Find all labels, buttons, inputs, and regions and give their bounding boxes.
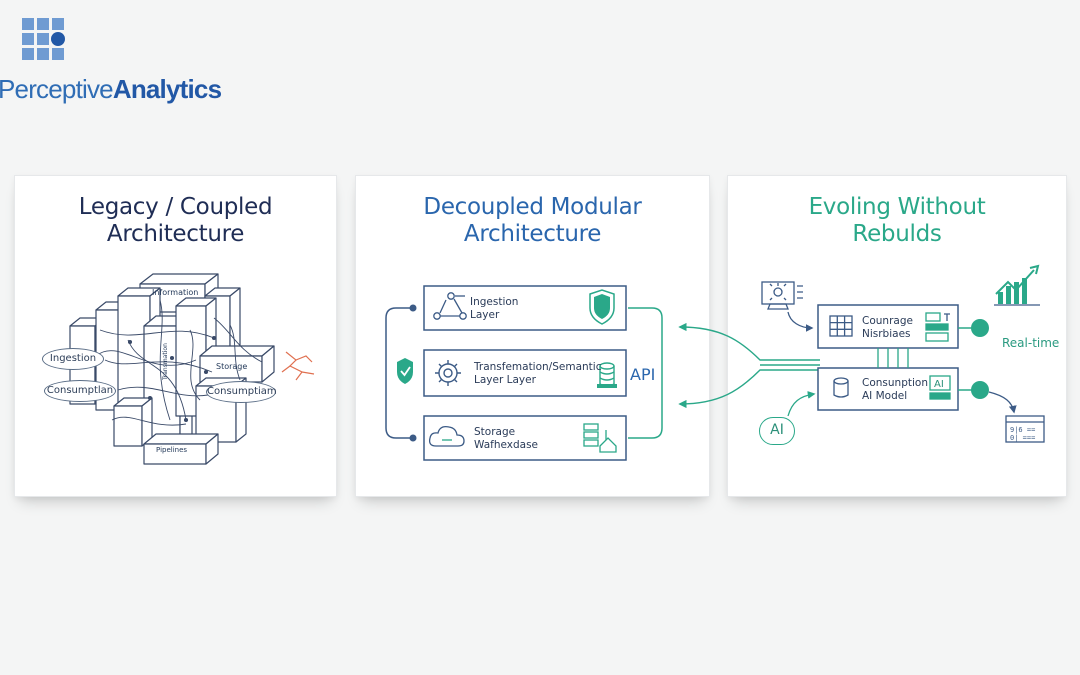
evolving-title-line1: Evoling Without — [808, 194, 986, 220]
storage-layer-label: Storage Wafhexdase — [474, 426, 538, 452]
ingestion-layer-line1: Ingestion — [470, 296, 519, 308]
lower-module-line1: Consunption — [862, 377, 928, 389]
upper-module-line2: Nisrbiaes — [862, 328, 911, 340]
lower-module-label: Consunption AI Model — [862, 377, 928, 403]
transformation-layer-label: Transfemation/Semantic Layer Layer — [474, 361, 601, 387]
company-logo: PerceptiveAnalytics — [0, 14, 240, 104]
legacy-label-storage: Storage — [216, 362, 248, 371]
legacy-oval-consumption-right: Consumptiam — [206, 381, 277, 403]
legacy-label-pipelines: Pipelines — [156, 446, 188, 454]
transformation-layer-line2: Layer Layer — [474, 374, 536, 386]
lower-module-line2: AI Model — [862, 390, 908, 402]
legacy-title-line1: Legacy / Coupled — [78, 194, 273, 220]
logo-text-bold: Analytics — [112, 74, 222, 104]
logo-grid-icon — [22, 18, 65, 60]
evolving-panel-title: Evoling Without Rebulds — [728, 194, 1066, 248]
legacy-label-logic: Transmation — [162, 343, 169, 380]
transformation-layer-line1: Transfemation/Semantic — [474, 361, 602, 373]
realtime-label: Real-time — [1002, 336, 1060, 350]
legacy-panel-title: Legacy / Coupled Architecture — [15, 194, 336, 248]
legacy-label-consumption-right: Consumptiam — [207, 386, 277, 397]
legacy-label-information: Information — [152, 288, 199, 297]
logo-wordmark: PerceptiveAnalytics — [0, 74, 222, 105]
legacy-oval-ingestion: Ingestion — [42, 348, 104, 370]
api-label: API — [630, 365, 656, 384]
ingestion-layer-label: Ingestion Layer — [470, 296, 518, 322]
modular-title-line1: Decoupled Modular — [423, 194, 642, 220]
logo-text-light: Perceptive — [0, 74, 114, 104]
storage-layer-line1: Storage — [474, 426, 516, 438]
upper-module-line1: Counrage — [862, 315, 913, 327]
ai-pill: AI — [759, 417, 795, 445]
legacy-oval-consumption-left: Consumptlan — [44, 380, 116, 402]
modular-title-line2: Architecture — [463, 221, 602, 247]
storage-layer-line2: Wafhexdase — [474, 439, 539, 451]
legacy-label-consumption-left: Consumptlan — [46, 385, 114, 396]
modular-panel-title: Decoupled Modular Architecture — [356, 194, 709, 248]
legacy-label-ingestion: Ingestion — [49, 353, 97, 364]
evolving-title-line2: Rebulds — [852, 221, 942, 247]
upper-module-label: Counrage Nisrbiaes — [862, 315, 913, 341]
legacy-title-line2: Architecture — [106, 221, 245, 247]
ingestion-layer-line2: Layer — [470, 309, 500, 321]
